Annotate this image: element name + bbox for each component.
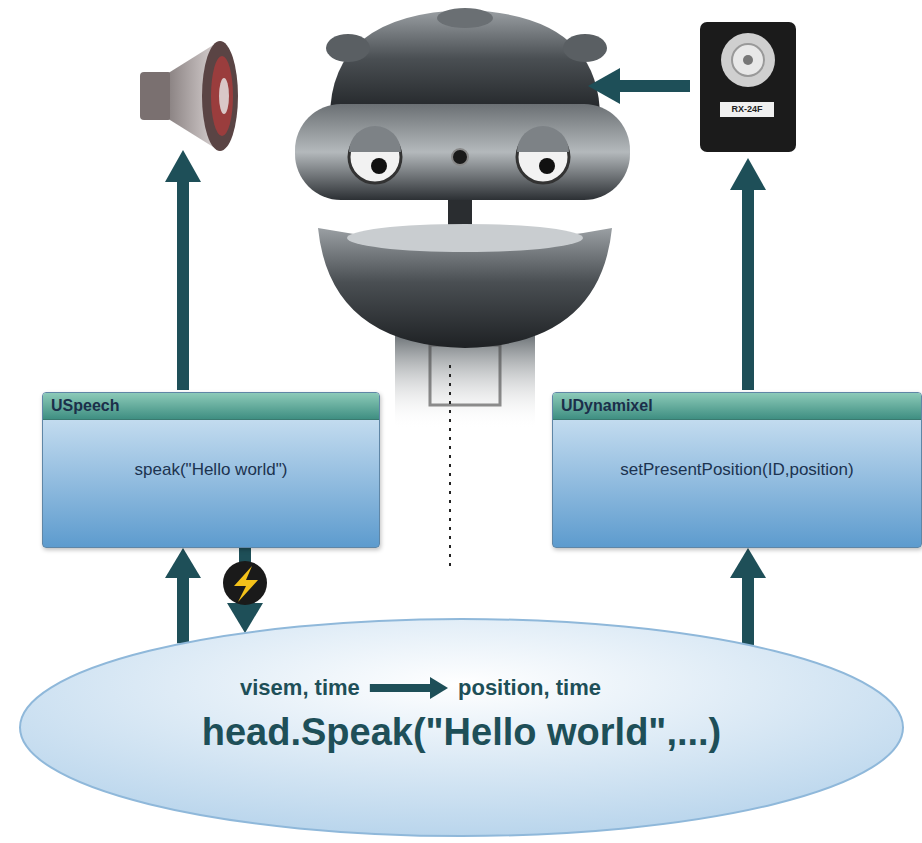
- box-heading: USpeech: [43, 393, 379, 420]
- servo-icon: [700, 22, 796, 152]
- dotted-line: [449, 365, 451, 572]
- method-call: speak("Hello world"): [135, 460, 288, 479]
- script-call: head.Speak("Hello world",...): [18, 711, 905, 754]
- signal-text: visem, time: [240, 675, 360, 701]
- servo-label: RX-24F: [720, 104, 774, 114]
- speaker-icon: [140, 41, 238, 151]
- signal-text: position, time: [458, 675, 601, 701]
- script-ellipse: visem, time position, time head.Speak("Hel…: [18, 617, 905, 838]
- layout-arrows: [165, 68, 766, 390]
- robot-head: [295, 8, 630, 430]
- flow-arrow: [730, 548, 766, 645]
- flow-arrow: [165, 548, 201, 643]
- box-heading: UDynamixel: [553, 393, 921, 420]
- module-box: UDynamixel setPresentPosition(ID,position…: [552, 392, 922, 548]
- method-call: setPresentPosition(ID,position): [620, 460, 853, 479]
- module-box: USpeech speak("Hello world"): [42, 392, 380, 548]
